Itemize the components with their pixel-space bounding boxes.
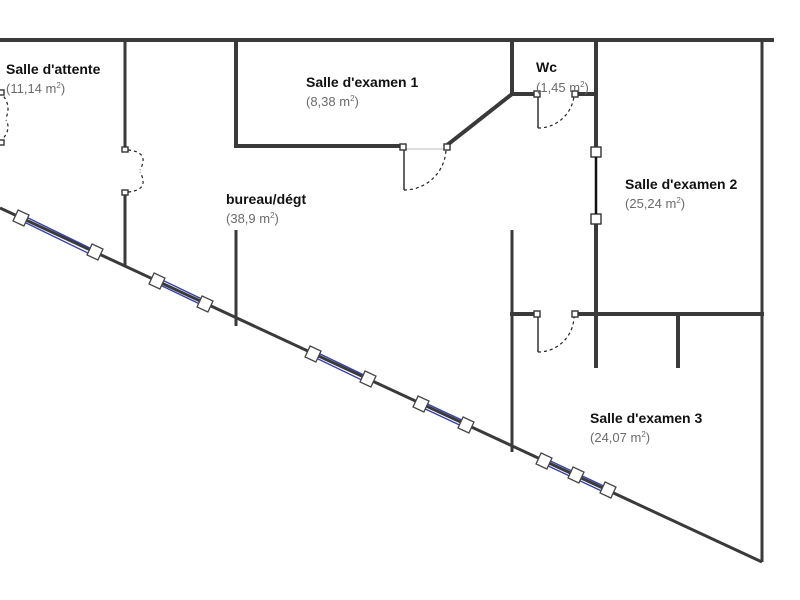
- door-jamb: [533, 90, 541, 98]
- south-west-wall: [0, 206, 763, 564]
- door-jamb: [0, 89, 5, 96]
- room-area: (38,9 m2): [226, 211, 279, 226]
- window-glass: [19, 213, 97, 252]
- door-jamb: [121, 189, 129, 196]
- room-name: Salle d'examen 1: [306, 74, 418, 90]
- window-glass: [157, 283, 207, 308]
- window-glass: [313, 350, 369, 378]
- exam2-door: [590, 146, 602, 225]
- door-jamb: [571, 90, 579, 98]
- exam3-door: [533, 310, 579, 353]
- exam1-diagonal-wall: [443, 91, 515, 149]
- window-glass: [157, 277, 207, 302]
- door-jamb: [533, 310, 541, 318]
- window-frame: [535, 452, 553, 470]
- door-swing-arc: [127, 171, 144, 193]
- room-area: (25,24 m2): [625, 196, 685, 211]
- door-jamb: [399, 143, 407, 151]
- room-name: Salle d'attente: [6, 61, 101, 77]
- window: [148, 272, 214, 313]
- window-frame: [412, 395, 430, 413]
- door-jamb: [571, 310, 579, 318]
- room-exam-2: Salle d'examen 2 (25,24 m2): [625, 176, 737, 211]
- doors: [0, 89, 602, 353]
- room-exam-3: Salle d'examen 3 (24,07 m2): [590, 410, 702, 445]
- window-frame: [148, 272, 166, 290]
- window: [12, 209, 104, 261]
- window-frame: [457, 416, 475, 434]
- room-name: bureau/dégt: [226, 191, 306, 207]
- entrance-door: [0, 89, 9, 146]
- room-area: (8,38 m2): [306, 94, 359, 109]
- door-swing-arc: [403, 148, 447, 191]
- wc-door: [533, 90, 579, 129]
- door-jamb: [0, 139, 5, 146]
- windows: [12, 209, 617, 499]
- window-glass: [19, 219, 97, 258]
- window: [535, 452, 617, 499]
- room-name: Salle d'examen 2: [625, 176, 737, 192]
- interior-walls: [123, 38, 764, 452]
- door-swing-arc: [537, 315, 575, 353]
- room-wc: Wc (1,45 m2): [536, 59, 589, 95]
- door-jamb: [590, 213, 602, 225]
- door-jamb: [121, 146, 129, 153]
- window-frame: [567, 466, 585, 484]
- room-labels: Salle d'attente (11,14 m2) Salle d'exame…: [6, 59, 737, 445]
- window-frame: [359, 370, 377, 388]
- window-glass: [420, 406, 467, 429]
- window-frame: [86, 243, 104, 261]
- room-waiting: Salle d'attente (11,14 m2): [6, 61, 101, 96]
- room-name: Wc: [536, 59, 557, 75]
- room-name: Salle d'examen 3: [590, 410, 702, 426]
- exam1-door: [399, 143, 451, 191]
- door-swing-arc: [0, 119, 9, 143]
- window: [412, 395, 475, 434]
- window-frame: [12, 209, 30, 227]
- window-frame: [304, 345, 322, 363]
- room-area: (1,45 m2): [536, 80, 589, 95]
- room-area: (24,07 m2): [590, 430, 650, 445]
- door-swing-arc: [127, 149, 144, 171]
- exterior-walls: [0, 38, 774, 564]
- door-jamb: [443, 143, 451, 151]
- door-jamb: [590, 146, 602, 158]
- window-glass: [420, 400, 467, 423]
- room-area: (11,14 m2): [6, 81, 65, 96]
- waiting-room-door: [121, 146, 144, 196]
- room-exam-1: Salle d'examen 1 (8,38 m2): [306, 74, 418, 109]
- room-bureau: bureau/dégt (38,9 m2): [226, 191, 306, 226]
- door-swing-arc: [537, 95, 575, 129]
- window-frame: [599, 481, 617, 499]
- window-glass: [313, 356, 369, 384]
- window: [304, 345, 377, 388]
- window-frame: [196, 295, 214, 313]
